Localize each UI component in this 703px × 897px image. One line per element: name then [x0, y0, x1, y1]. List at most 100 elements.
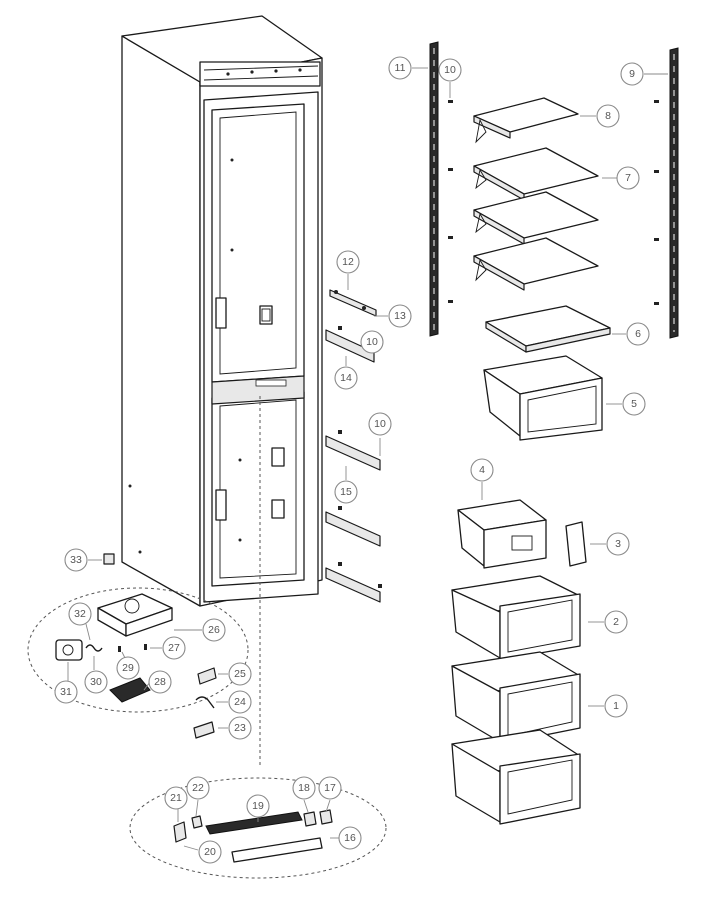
kickplate-clip-left	[173, 815, 203, 843]
door-bin-support-14	[325, 326, 375, 363]
thermostat-knob	[55, 639, 83, 661]
svg-text:7: 7	[625, 172, 631, 184]
control-group-outline	[27, 587, 249, 713]
svg-text:19: 19	[252, 800, 264, 812]
callout-12: 12	[336, 250, 360, 274]
svg-text:22: 22	[192, 782, 204, 794]
callout-3: 3	[606, 532, 630, 556]
svg-text:28: 28	[154, 676, 166, 688]
callout-32: 32	[68, 602, 92, 626]
svg-text:27: 27	[168, 642, 180, 654]
callout-10-b: 10	[360, 330, 384, 354]
callout-5: 5	[622, 392, 646, 416]
svg-text:21: 21	[170, 792, 182, 804]
callout-13: 13	[388, 304, 412, 328]
control-board	[109, 677, 151, 703]
svg-text:26: 26	[208, 624, 220, 636]
svg-text:31: 31	[60, 686, 72, 698]
svg-text:3: 3	[615, 538, 621, 550]
svg-text:14: 14	[340, 372, 352, 384]
glass-shelf-1	[473, 147, 599, 201]
callout-10-a: 10	[438, 58, 462, 82]
svg-text:25: 25	[234, 668, 246, 680]
svg-text:10: 10	[444, 64, 456, 76]
callout-17: 17	[318, 776, 342, 800]
callout-11: 11	[388, 56, 412, 80]
kickplate-clip-right	[303, 809, 333, 827]
callout-27: 27	[162, 636, 186, 660]
callout-26: 26	[202, 618, 226, 642]
svg-text:24: 24	[234, 696, 246, 708]
svg-text:4: 4	[479, 464, 485, 476]
callout-10-c: 10	[368, 412, 392, 436]
svg-text:11: 11	[395, 62, 406, 74]
callout-20: 20	[198, 840, 222, 864]
cabinet	[121, 15, 323, 768]
control-spring	[85, 644, 103, 652]
svg-text:30: 30	[90, 676, 102, 688]
freezer-drawer-1b	[451, 729, 581, 825]
callout-33: 33	[64, 548, 88, 572]
kickplate-cover	[231, 837, 323, 863]
callout-9: 9	[620, 62, 644, 86]
rail-screws	[448, 100, 659, 305]
freezer-drawer-2	[451, 575, 581, 661]
svg-text:18: 18	[298, 782, 310, 794]
callout-24: 24	[228, 690, 252, 714]
control-housing	[97, 593, 173, 637]
bracket-12	[329, 289, 377, 317]
left-side-rail	[429, 41, 439, 337]
callout-22: 22	[186, 776, 210, 800]
crisper-cover	[485, 305, 611, 353]
svg-text:16: 16	[344, 832, 356, 844]
small-bin	[457, 499, 547, 569]
callout-29: 29	[116, 656, 140, 680]
hinge-pin-24	[195, 696, 215, 709]
callout-19: 19	[246, 794, 270, 818]
door-bin-support-15c	[325, 562, 382, 603]
callout-25: 25	[228, 662, 252, 686]
side-hinge-33	[103, 553, 115, 565]
egg-tray	[565, 521, 587, 567]
svg-text:5: 5	[631, 398, 637, 410]
callout-6: 6	[626, 322, 650, 346]
right-side-rail	[669, 47, 679, 339]
svg-text:29: 29	[122, 662, 134, 674]
callout-8: 8	[596, 104, 620, 128]
door-bin-support-15a	[325, 430, 381, 471]
callout-23: 23	[228, 716, 252, 740]
door-bin-support-15b	[325, 506, 381, 547]
svg-text:23: 23	[234, 722, 246, 734]
svg-text:10: 10	[366, 336, 378, 348]
svg-text:12: 12	[342, 256, 354, 268]
callout-14: 14	[334, 366, 358, 390]
control-screws	[118, 644, 147, 652]
glass-shelf-2	[473, 191, 599, 245]
freezer-drawer-1a	[451, 651, 581, 745]
callout-15: 15	[334, 480, 358, 504]
callout-7: 7	[616, 166, 640, 190]
hinge-bracket-25	[197, 667, 217, 685]
svg-text:17: 17	[324, 782, 336, 794]
glass-shelf-top	[473, 97, 579, 144]
callout-4: 4	[470, 458, 494, 482]
callout-16: 16	[338, 826, 362, 850]
svg-text:13: 13	[394, 310, 406, 322]
svg-text:8: 8	[605, 110, 611, 122]
svg-text:2: 2	[613, 616, 619, 628]
svg-text:20: 20	[204, 846, 216, 858]
svg-text:9: 9	[629, 68, 635, 80]
glass-shelf-3	[473, 237, 599, 291]
callout-18: 18	[292, 776, 316, 800]
crisper-drawer	[483, 355, 603, 441]
hinge-bracket-23	[193, 721, 215, 739]
svg-text:15: 15	[340, 486, 352, 498]
callout-21: 21	[164, 786, 188, 810]
callout-30: 30	[84, 670, 108, 694]
svg-text:1: 1	[613, 700, 619, 712]
kickplate-group-outline	[129, 777, 387, 879]
svg-text:32: 32	[74, 608, 86, 620]
svg-text:10: 10	[374, 418, 386, 430]
svg-text:6: 6	[635, 328, 641, 340]
